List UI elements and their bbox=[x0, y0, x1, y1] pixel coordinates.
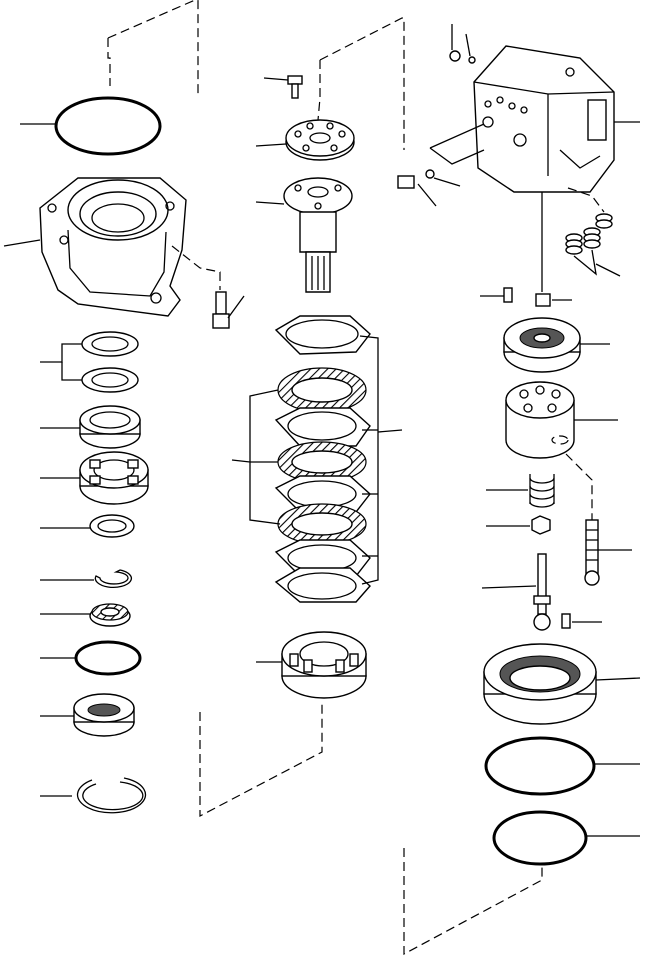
plate-group-bracket-right bbox=[359, 335, 403, 585]
piston-shoe-assembly bbox=[565, 453, 632, 586]
cylinder-block bbox=[505, 381, 618, 459]
separator-plate-5 bbox=[274, 567, 371, 603]
o-ring-small-left bbox=[40, 640, 142, 676]
swash-plate-housing bbox=[483, 643, 641, 725]
bearing-race bbox=[40, 405, 141, 449]
friction-disc-3 bbox=[277, 503, 367, 545]
valve-plate bbox=[503, 317, 610, 373]
friction-disc-2 bbox=[277, 441, 367, 483]
o-ring-large-right-1 bbox=[484, 736, 640, 796]
shim-pair bbox=[40, 331, 139, 393]
center-alignment-line-top bbox=[317, 17, 405, 150]
roller-bearing-left bbox=[40, 451, 149, 505]
thrust-washer bbox=[40, 514, 135, 538]
housing-casing bbox=[3, 177, 187, 317]
tapered-roller-bearing bbox=[256, 631, 367, 699]
plug-and-seal-side bbox=[397, 123, 485, 207]
separator-plate-2 bbox=[274, 407, 371, 447]
center-spring-shaft bbox=[481, 553, 551, 631]
separator-plate-top bbox=[274, 315, 371, 355]
plug-and-seal-top bbox=[449, 24, 476, 64]
snap-ring-small bbox=[40, 569, 132, 588]
right-alignment-line-bottom bbox=[403, 848, 543, 956]
oil-seal bbox=[40, 693, 135, 737]
spring-and-nut bbox=[486, 474, 555, 535]
left-top-alignment-line bbox=[107, 0, 199, 96]
valve-body bbox=[473, 45, 640, 193]
friction-disc-1 bbox=[277, 367, 367, 413]
retainer-plate bbox=[255, 119, 355, 161]
casing-bolt bbox=[171, 245, 245, 329]
o-ring-large-right-2 bbox=[492, 810, 640, 866]
spring-set-top-right bbox=[565, 187, 621, 277]
center-screw bbox=[263, 75, 303, 99]
output-shaft bbox=[255, 177, 353, 293]
pin-and-cap bbox=[480, 287, 572, 307]
o-ring-large-left bbox=[20, 96, 162, 156]
center-alignment-line-bottom bbox=[199, 700, 323, 817]
disc-group-bracket-left bbox=[231, 389, 281, 525]
dowel-pin bbox=[561, 613, 602, 629]
retaining-ring-left bbox=[40, 777, 147, 814]
small-bearing bbox=[40, 603, 131, 627]
